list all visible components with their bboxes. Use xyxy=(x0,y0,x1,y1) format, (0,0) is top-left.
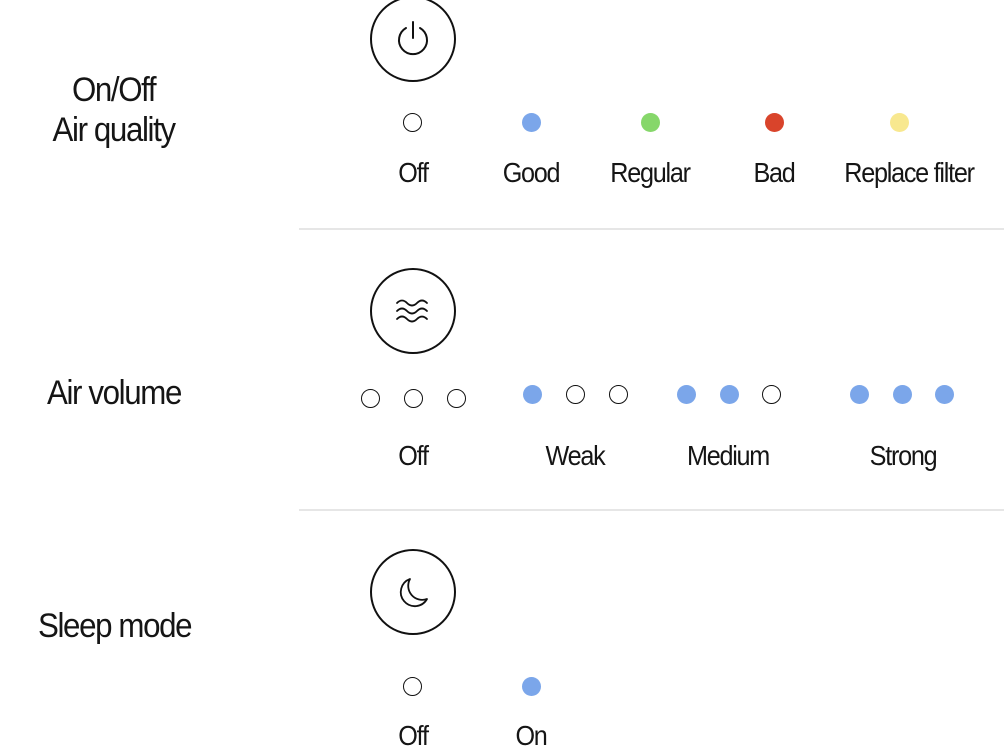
volume-weak-dot-2 xyxy=(566,385,585,404)
sleep-mode-button[interactable] xyxy=(370,549,456,635)
power-icon xyxy=(398,21,428,56)
status-dot-good xyxy=(522,113,541,132)
air-volume-button[interactable] xyxy=(370,268,456,354)
on-off-label: On/Off xyxy=(71,71,157,109)
state-label-good: Good xyxy=(502,157,561,188)
volume-label-off: Off xyxy=(398,440,429,471)
volume-off-dot-3 xyxy=(447,389,466,408)
volume-label-strong: Strong xyxy=(869,440,938,471)
status-dot-regular xyxy=(641,113,660,132)
sleep-dot-on xyxy=(522,677,541,696)
sleep-dot-off xyxy=(403,677,422,696)
volume-medium-dot-1 xyxy=(677,385,696,404)
air-quality-label: Air quality xyxy=(52,111,177,149)
section-divider xyxy=(299,228,1004,230)
volume-off-dot-2 xyxy=(404,389,423,408)
section-divider xyxy=(299,509,1004,511)
sleep-label-on: On xyxy=(515,720,547,751)
state-label-off: Off xyxy=(398,157,429,188)
volume-label-weak: Weak xyxy=(545,440,606,471)
volume-weak-dot-3 xyxy=(609,385,628,404)
sleep-label-off: Off xyxy=(398,720,429,751)
volume-strong-dot-2 xyxy=(893,385,912,404)
state-label-regular: Regular xyxy=(610,157,691,188)
state-label-bad: Bad xyxy=(753,157,795,188)
air-volume-label: Air volume xyxy=(47,374,182,412)
volume-weak-dot-1 xyxy=(523,385,542,404)
sleep-mode-label: Sleep mode xyxy=(38,607,193,645)
volume-medium-dot-2 xyxy=(720,385,739,404)
power-button[interactable] xyxy=(370,0,456,82)
volume-label-medium: Medium xyxy=(686,440,770,471)
volume-strong-dot-3 xyxy=(935,385,954,404)
on-off-air-quality-label: On/Off Air quality xyxy=(40,70,187,150)
status-dot-bad xyxy=(765,113,784,132)
moon-icon xyxy=(399,578,428,608)
airflow-icon xyxy=(396,299,428,323)
volume-off-dot-1 xyxy=(361,389,380,408)
state-label-replace-filter: Replace filter xyxy=(844,157,975,188)
volume-medium-dot-3 xyxy=(762,385,781,404)
status-dot-off xyxy=(403,113,422,132)
status-dot-replace-filter xyxy=(890,113,909,132)
volume-strong-dot-1 xyxy=(850,385,869,404)
